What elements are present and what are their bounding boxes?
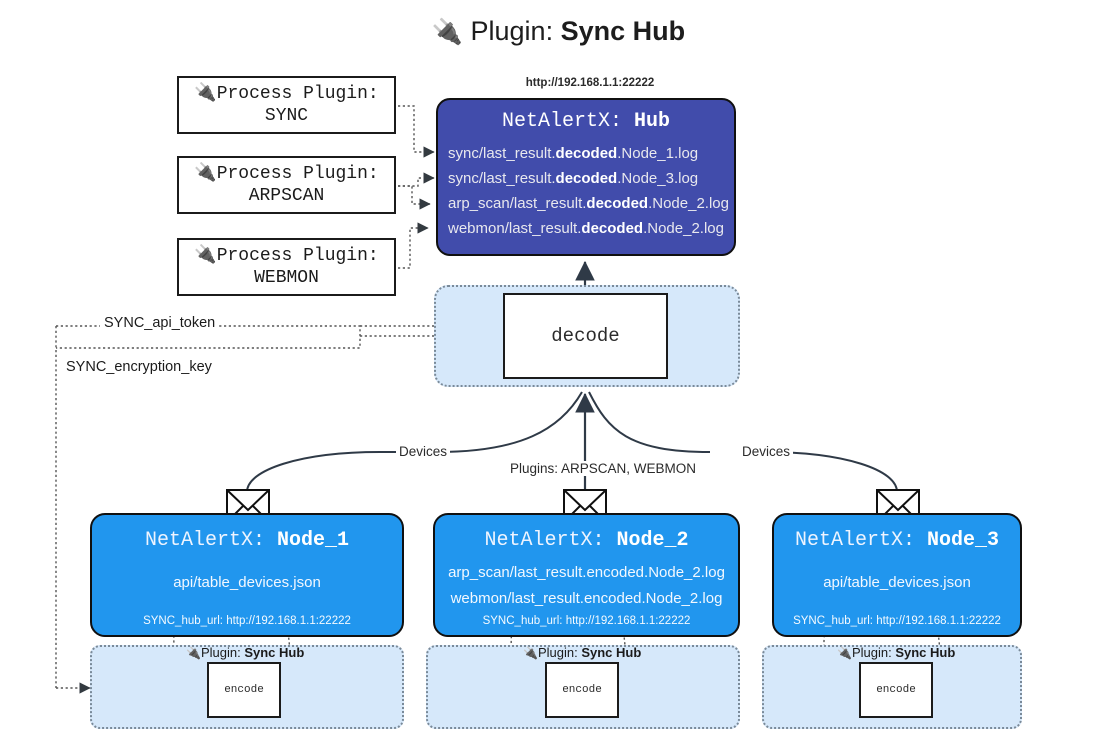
hub-title-name: Hub: [634, 110, 671, 133]
node-1-encode-box[interactable]: encode: [207, 662, 281, 718]
hub-node[interactable]: NetAlertX: Hub sync/last_result.decoded.…: [436, 98, 736, 256]
process-plugin-sync[interactable]: 🔌Process Plugin: SYNC: [177, 76, 396, 134]
title-prefix: Plugin:: [470, 16, 554, 46]
title-name: Sync Hub: [560, 16, 686, 46]
plug-icon: 🔌: [523, 646, 538, 660]
edge-label-plugins-center: Plugins: ARPSCAN, WEBMON: [507, 461, 700, 476]
process-plugin-label: Process Plugin:: [216, 84, 379, 104]
process-plugin-label: Process Plugin:: [216, 164, 379, 184]
node-1-plugin-label: 🔌Plugin: Sync Hub: [186, 645, 305, 660]
node-hub-url: SYNC_hub_url: http://192.168.1.1:22222: [482, 615, 691, 627]
sync-api-token-label: SYNC_api_token: [100, 315, 220, 331]
hub-log-line: sync/last_result.decoded.Node_1.log: [448, 145, 699, 162]
process-plugin-name: WEBMON: [254, 268, 319, 288]
node-line: api/table_devices.json: [173, 574, 321, 591]
decode-box[interactable]: decode: [503, 293, 668, 379]
node-line: arp_scan/last_result.encoded.Node_2.log: [448, 564, 725, 581]
node-node-3[interactable]: NetAlertX: Node_3 api/table_devices.json…: [772, 513, 1022, 637]
hub-log-line: sync/last_result.decoded.Node_3.log: [448, 170, 699, 187]
plug-icon: 🔌: [837, 646, 852, 660]
plug-icon: 🔌: [194, 84, 217, 104]
node-title: NetAlertX: Node_1: [144, 529, 350, 552]
plug-icon: 🔌: [194, 164, 217, 184]
process-plugin-name: SYNC: [264, 106, 309, 126]
hub-log-line: webmon/last_result.decoded.Node_2.log: [448, 220, 724, 237]
node-line: webmon/last_result.encoded.Node_2.log: [450, 590, 723, 607]
process-plugin-label: Process Plugin:: [216, 246, 379, 266]
process-plugin-name: ARPSCAN: [248, 186, 325, 206]
node-line: api/table_devices.json: [823, 574, 971, 591]
plug-icon: 🔌: [431, 18, 463, 46]
hub-title-prefix: NetAlertX:: [501, 110, 622, 133]
plug-icon: 🔌: [186, 646, 201, 660]
edge-label-devices-right: Devices: [739, 444, 794, 459]
node-hub-url: SYNC_hub_url: http://192.168.1.1:22222: [143, 615, 351, 627]
hub-title: NetAlertX: Hub: [438, 110, 734, 133]
process-plugin-arpscan[interactable]: 🔌Process Plugin: ARPSCAN: [177, 156, 396, 214]
node-title: NetAlertX: Node_2: [484, 529, 689, 552]
process-plugin-webmon[interactable]: 🔌Process Plugin: WEBMON: [177, 238, 396, 296]
plug-icon: 🔌: [194, 246, 217, 266]
hub-url-label: http://192.168.1.1:22222: [525, 77, 655, 89]
node-hub-url: SYNC_hub_url: http://192.168.1.1:22222: [793, 615, 1001, 627]
node-3-encode-box[interactable]: encode: [859, 662, 933, 718]
node-2-plugin-label: 🔌Plugin: Sync Hub: [523, 645, 642, 660]
node-2-encode-box[interactable]: encode: [545, 662, 619, 718]
node-node-1[interactable]: NetAlertX: Node_1 api/table_devices.json…: [90, 513, 404, 637]
node-node-2[interactable]: NetAlertX: Node_2 arp_scan/last_result.e…: [433, 513, 740, 637]
edge-label-devices-left: Devices: [396, 444, 451, 459]
node-3-plugin-label: 🔌Plugin: Sync Hub: [837, 645, 956, 660]
hub-log-line: arp_scan/last_result.decoded.Node_2.log: [448, 195, 729, 212]
page-title: 🔌 Plugin: Sync Hub: [0, 16, 1117, 47]
node-title: NetAlertX: Node_3: [794, 529, 1000, 552]
sync-encryption-key-label: SYNC_encryption_key: [62, 359, 216, 375]
